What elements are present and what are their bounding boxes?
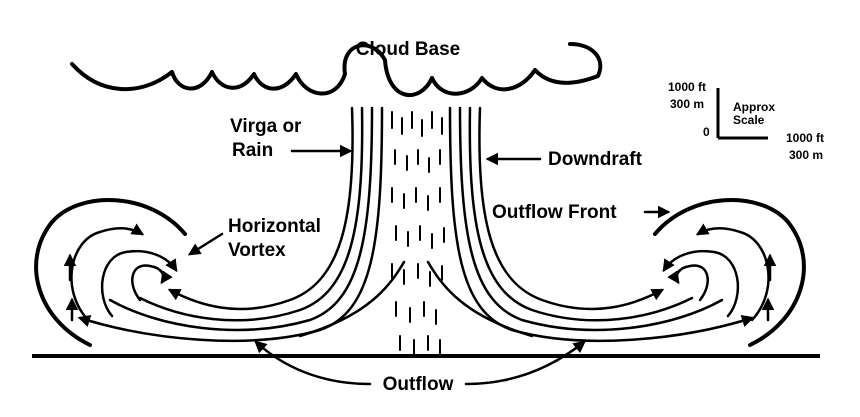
cloud-base-label: Cloud Base [356, 39, 461, 60]
center-divergence-left [298, 260, 406, 338]
scale-approx-line1: Approx [733, 100, 775, 114]
horizontal-vortex-label-line1: Horizontal [228, 216, 321, 237]
downdraft-label: Downdraft [548, 149, 643, 170]
scale-horizontal-m: 300 m [789, 148, 823, 162]
scale-bars [716, 88, 768, 140]
outflow-pointer-right [464, 340, 586, 386]
vortex-left [34, 198, 187, 347]
vortex-pointer-arrow [187, 232, 224, 256]
virga-label-line1: Virga or [230, 116, 302, 137]
vortex-right [653, 198, 806, 347]
scale-origin: 0 [703, 125, 710, 139]
horizontal-vortex-label-line2: Vortex [228, 240, 286, 261]
virga-label-line2: Rain [232, 140, 273, 161]
scale-vertical-ft: 1000 ft [668, 80, 706, 94]
rain-streaks [391, 111, 445, 355]
scale-approx-line2: Scale [733, 113, 765, 127]
cloud-base-outline [70, 42, 603, 97]
scale-vertical-m: 300 m [670, 97, 704, 111]
downdraft-streamlines-right [448, 106, 755, 343]
outflow-label: Outflow [383, 374, 454, 395]
center-divergence-right [426, 260, 534, 338]
outflow-pointer-left [254, 340, 372, 386]
outflow-front-label: Outflow Front [492, 202, 617, 223]
scale-horizontal-ft: 1000 ft [786, 131, 824, 145]
